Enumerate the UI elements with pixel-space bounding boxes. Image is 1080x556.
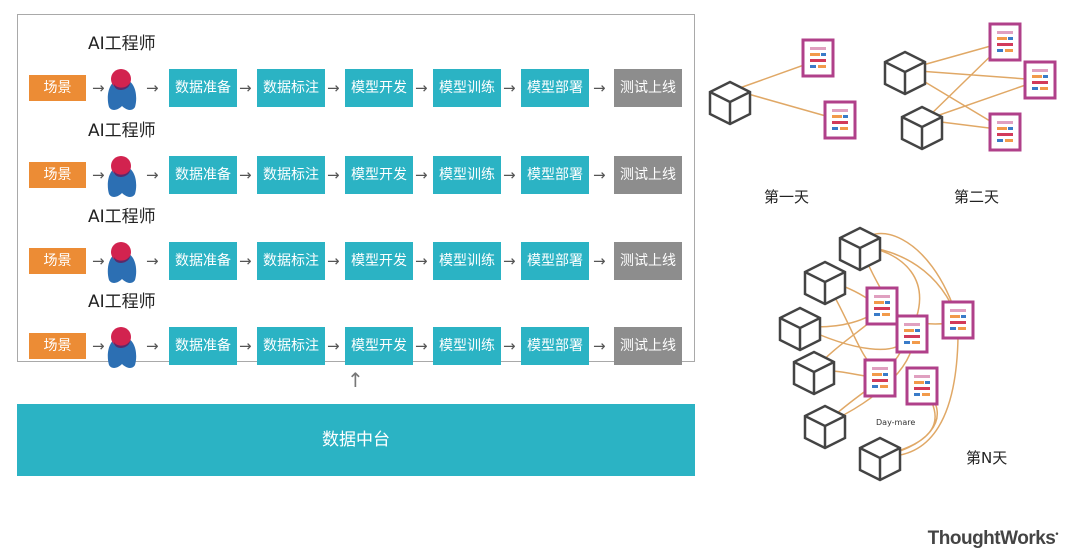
cube-icon <box>708 80 752 126</box>
arrow-icon: → <box>593 252 606 270</box>
up-arrow-icon: ↑ <box>347 368 364 392</box>
arrow-icon: → <box>239 166 252 184</box>
cube-icon <box>792 350 836 396</box>
stage-box: 模型开发 <box>345 242 413 280</box>
ai-engineer-icon <box>107 327 137 368</box>
dayn-network <box>778 226 975 482</box>
scene-box: 场景 <box>29 75 86 101</box>
arrow-icon: → <box>415 79 428 97</box>
stage-box-final: 测试上线 <box>614 69 682 107</box>
stage-box: 模型部署 <box>521 242 589 280</box>
arrow-icon: → <box>239 252 252 270</box>
ai-engineer-icon <box>107 156 137 197</box>
daymare-note: Day-mare <box>876 418 916 427</box>
stage-box: 数据准备 <box>169 327 237 365</box>
pipeline-row: AI工程师 场景 → → 数据准备 → 数据标注 → 模型开发 → 模型训练 →… <box>18 29 696 110</box>
arrow-icon: → <box>503 337 516 355</box>
arrow-icon: → <box>415 337 428 355</box>
arrow-icon: → <box>503 252 516 270</box>
stage-box: 模型部署 <box>521 69 589 107</box>
document-icon <box>905 366 939 406</box>
stage-box: 模型训练 <box>433 69 501 107</box>
cube-icon <box>883 50 927 96</box>
pipeline-row: AI工程师 场景 → → 数据准备 → 数据标注 → 模型开发 → 模型训练 →… <box>18 287 696 368</box>
dayn-label: 第N天 <box>966 449 1008 467</box>
cube-icon <box>838 226 882 272</box>
arrow-icon: → <box>593 337 606 355</box>
document-icon <box>801 38 835 78</box>
day1-network <box>708 38 857 140</box>
arrow-icon: → <box>415 166 428 184</box>
pipeline-row: AI工程师 场景 → → 数据准备 → 数据标注 → 模型开发 → 模型训练 →… <box>18 116 696 197</box>
arrow-icon: → <box>92 166 105 184</box>
arrow-icon: → <box>239 79 252 97</box>
data-platform-bar: 数据中台 <box>17 404 695 476</box>
stage-box: 数据标注 <box>257 242 325 280</box>
document-icon <box>1023 60 1057 100</box>
stage-box: 模型部署 <box>521 327 589 365</box>
cube-icon <box>803 404 847 450</box>
arrow-icon: → <box>327 166 340 184</box>
arrow-icon: → <box>146 166 159 184</box>
stage-box: 模型开发 <box>345 327 413 365</box>
document-icon <box>988 22 1022 62</box>
document-icon <box>941 300 975 340</box>
arrow-icon: → <box>327 252 340 270</box>
stage-box: 数据准备 <box>169 242 237 280</box>
engineer-label: AI工程师 <box>88 207 156 227</box>
scene-box: 场景 <box>29 162 86 188</box>
scene-box: 场景 <box>29 248 86 274</box>
stage-box: 数据准备 <box>169 69 237 107</box>
stage-box-final: 测试上线 <box>614 242 682 280</box>
engineer-label: AI工程师 <box>88 292 156 312</box>
arrow-icon: → <box>92 337 105 355</box>
stage-box: 模型训练 <box>433 242 501 280</box>
stage-box: 数据标注 <box>257 156 325 194</box>
stage-box: 模型开发 <box>345 156 413 194</box>
pipeline-panel: AI工程师 场景 → → 数据准备 → 数据标注 → 模型开发 → 模型训练 →… <box>17 14 696 368</box>
document-icon <box>988 112 1022 152</box>
cube-icon <box>803 260 847 306</box>
engineer-label: AI工程师 <box>88 34 156 54</box>
arrow-icon: → <box>503 79 516 97</box>
stage-box: 数据准备 <box>169 156 237 194</box>
day1-label: 第一天 <box>764 188 810 206</box>
stage-box: 模型训练 <box>433 327 501 365</box>
arrow-icon: → <box>593 166 606 184</box>
engineer-label: AI工程师 <box>88 121 156 141</box>
arrow-icon: → <box>503 166 516 184</box>
pipeline-row: AI工程师 场景 → → 数据准备 → 数据标注 → 模型开发 → 模型训练 →… <box>18 202 696 283</box>
arrow-icon: → <box>146 337 159 355</box>
document-icon <box>895 314 929 354</box>
stage-box: 模型部署 <box>521 156 589 194</box>
document-icon <box>865 286 899 326</box>
day2-label: 第二天 <box>954 188 1000 206</box>
document-icon <box>863 358 897 398</box>
stage-box: 模型开发 <box>345 69 413 107</box>
cube-icon <box>900 105 944 151</box>
ai-engineer-icon <box>107 69 137 110</box>
cube-icon <box>778 306 822 352</box>
stage-box-final: 测试上线 <box>614 327 682 365</box>
arrow-icon: → <box>146 79 159 97</box>
scene-box: 场景 <box>29 333 86 359</box>
document-icon <box>823 100 857 140</box>
network-illustration <box>708 22 1057 482</box>
cube-icon <box>858 436 902 482</box>
stage-box: 模型训练 <box>433 156 501 194</box>
day2-network <box>883 22 1057 152</box>
arrow-icon: → <box>92 252 105 270</box>
ai-engineer-icon <box>107 242 137 283</box>
stage-box: 数据标注 <box>257 327 325 365</box>
arrow-icon: → <box>92 79 105 97</box>
stage-box: 数据标注 <box>257 69 325 107</box>
arrow-icon: → <box>327 337 340 355</box>
thoughtworks-logo: ThoughtWorks• <box>927 528 1059 549</box>
arrow-icon: → <box>415 252 428 270</box>
arrow-icon: → <box>327 79 340 97</box>
arrow-icon: → <box>593 79 606 97</box>
arrow-icon: → <box>146 252 159 270</box>
arrow-icon: → <box>239 337 252 355</box>
stage-box-final: 测试上线 <box>614 156 682 194</box>
